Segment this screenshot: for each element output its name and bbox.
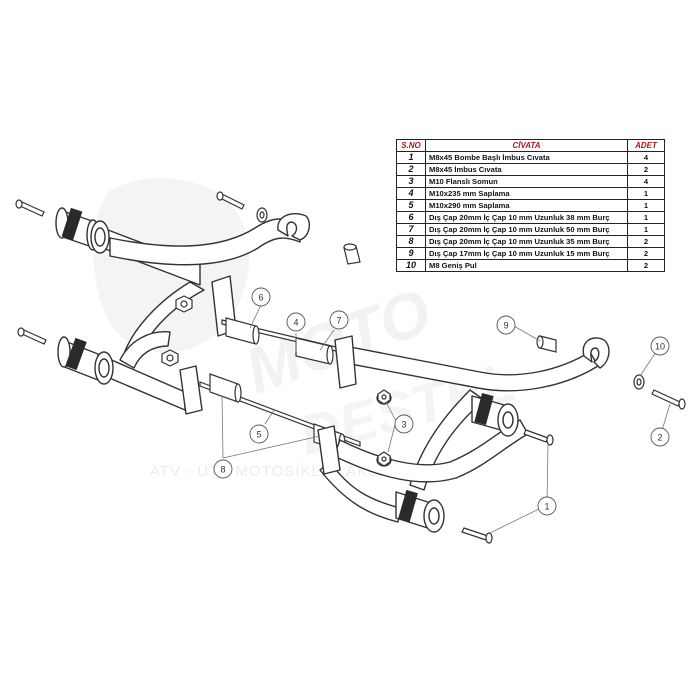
row-number: 7: [396, 223, 426, 236]
row-description: Dış Çap 20mm İç Çap 10 mm Uzunluk 50 mm …: [425, 223, 628, 236]
row-number: 3: [396, 175, 426, 188]
rod-assembly-upper: [221, 317, 341, 365]
bushing-8-a: [209, 373, 239, 403]
bushing-6: [225, 317, 257, 345]
callout-3-label: 3: [401, 420, 406, 430]
right-front-tube: [319, 461, 401, 523]
bolt-1-upper: [523, 429, 554, 446]
callout-6-label: 6: [258, 293, 263, 303]
callout-3: 3: [394, 414, 414, 434]
callout-9-label: 9: [503, 321, 508, 331]
row-number: 4: [396, 187, 426, 200]
callout-8: 8: [213, 459, 233, 479]
right-rear-hook: [582, 337, 610, 369]
callout-5: 5: [249, 424, 269, 444]
flange-nut-a: [376, 389, 392, 405]
washer-10: [633, 374, 645, 390]
callout-1-label: 1: [544, 502, 549, 512]
lower-slider: [57, 336, 114, 385]
row-number: 5: [396, 199, 426, 212]
callout-10-label: 10: [655, 342, 665, 352]
upper-rear-hook: [277, 212, 311, 241]
right-mount-plate: [334, 335, 357, 389]
row-number: 10: [396, 259, 426, 272]
header-adet: ADET: [627, 139, 665, 152]
callout-4: 4: [286, 312, 306, 332]
callout-4-label: 4: [293, 318, 298, 328]
callouts: 6 4 7 5 8 3 1 9: [213, 287, 670, 516]
bolt-upper-center: [216, 191, 245, 210]
row-description: Dış Çap 17mm İç Çap 10 mm Uzunluk 15 mm …: [425, 247, 628, 260]
bolt-upper-left: [15, 199, 45, 217]
row-number: 8: [396, 235, 426, 248]
right-slider-upper: [471, 392, 519, 437]
bolt-lower-left: [17, 327, 47, 345]
row-description: M10x290 mm Saplama: [425, 199, 628, 212]
row-number: 6: [396, 211, 426, 224]
row-quantity: 2: [627, 247, 665, 260]
callout-2-label: 2: [657, 433, 662, 443]
hex-nut-upper: [175, 295, 193, 313]
row-quantity: 1: [627, 187, 665, 200]
row-quantity: 4: [627, 175, 665, 188]
upper-curved-tube: [109, 218, 301, 266]
callout-8-label: 8: [220, 465, 225, 475]
row-number: 1: [396, 151, 426, 164]
row-description: Dış Çap 20mm İç Çap 10 mm Uzunluk 38 mm …: [425, 211, 628, 224]
row-number: 2: [396, 163, 426, 176]
row-quantity: 1: [627, 199, 665, 212]
row-quantity: 2: [627, 235, 665, 248]
row-description: M8 Geniş Pul: [425, 259, 628, 272]
row-number: 9: [396, 247, 426, 260]
callout-7: 7: [329, 310, 349, 330]
lower-mount-plate: [179, 365, 203, 415]
row-description: Dış Çap 20mm İç Çap 10 mm Uzunluk 35 mm …: [425, 235, 628, 248]
row-quantity: 1: [627, 223, 665, 236]
washer-upper: [256, 207, 268, 223]
header-sno: S.NO: [396, 139, 426, 152]
bolt-1-lower: [461, 527, 493, 544]
right-mount-plate-lower: [317, 425, 341, 475]
callout-1: 1: [537, 496, 557, 516]
row-quantity: 1: [627, 211, 665, 224]
lower-crash-bar: [57, 331, 203, 415]
row-quantity: 2: [627, 163, 665, 176]
row-description: M10x235 mm Saplama: [425, 187, 628, 200]
parts-list-header-row: S.NO CİVATA ADET: [396, 139, 665, 152]
callout-2: 2: [650, 427, 670, 447]
row-description: M8x45 Bombe Başlı İmbus Cıvata: [425, 151, 628, 164]
bushing-upper: [343, 243, 361, 265]
row-quantity: 2: [627, 259, 665, 272]
right-slider-lower: [395, 489, 445, 533]
callout-5-label: 5: [256, 430, 261, 440]
upper-slider: [55, 207, 110, 254]
callout-10: 10: [650, 336, 670, 356]
callout-9: 9: [496, 315, 516, 335]
bolt-2-right: [651, 389, 686, 410]
header-civata: CİVATA: [425, 139, 628, 152]
callout-7-label: 7: [336, 316, 341, 326]
upper-crash-bar: [55, 207, 311, 365]
bushing-9: [536, 335, 557, 353]
flange-nut-b: [376, 451, 392, 467]
row-quantity: 4: [627, 151, 665, 164]
lower-down-leg: [119, 331, 171, 369]
row-description: M8x45 İmbus Cıvata: [425, 163, 628, 176]
row-description: M10 Flanslı Somun: [425, 175, 628, 188]
hex-nut-lower: [161, 349, 179, 367]
callout-6: 6: [251, 287, 271, 307]
